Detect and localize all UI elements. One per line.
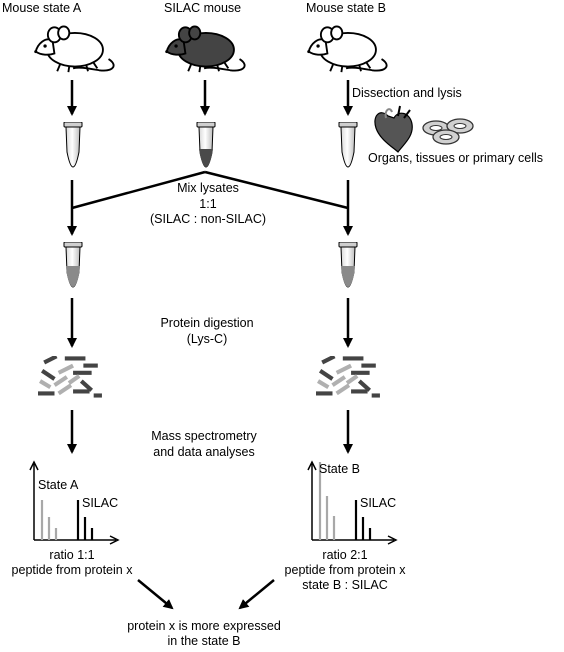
mouse-icon [33, 25, 115, 74]
silac-lysate [199, 149, 213, 167]
spectrum-a-silac-label: SILAC [82, 496, 119, 510]
mix-line [204, 170, 349, 210]
column-title-silac-mouse: SILAC mouse [164, 1, 242, 15]
arrow [238, 579, 275, 610]
result-right-line1: ratio 2:1 [322, 548, 368, 562]
spectrum-b-state-label: State B [319, 462, 360, 476]
mix-line [71, 170, 206, 210]
step-digestion-line1: Protein digestion [160, 316, 254, 330]
step-mix-line3: (SILAC : non-SILAC) [149, 212, 267, 226]
conclusion-line1: protein x is more expressed [127, 619, 281, 633]
mouse-icon [306, 25, 388, 74]
mixed-lysate [341, 266, 355, 287]
peptide-fragments-icon [316, 356, 380, 395]
column-title-mouse-state-b: Mouse state B [306, 1, 386, 15]
step-ms-line2: and data analyses [153, 445, 255, 459]
tube-icon [338, 122, 358, 168]
peptide-fragments-icon [38, 356, 102, 395]
spectrum-b-silac-label: SILAC [360, 496, 397, 510]
mouse-icon [164, 25, 246, 74]
tissue-icon [422, 118, 474, 145]
column-title-mouse-state-a: Mouse state A [2, 1, 82, 15]
mixed-lysate [66, 266, 80, 287]
result-left-line1: ratio 1:1 [49, 548, 95, 562]
step-dissection: Dissection and lysis [352, 86, 462, 100]
result-right-line2: peptide from protein x [284, 563, 406, 577]
spectrum-state-b [307, 460, 398, 545]
step-ms-line1: Mass spectrometry [151, 429, 257, 443]
step-digestion-line2: (Lys-C) [186, 332, 228, 346]
heart-organ-icon [374, 105, 413, 153]
result-right-line3: state B : SILAC [302, 578, 388, 592]
spectrum-state-a [29, 460, 120, 545]
result-left-line2: peptide from protein x [11, 563, 133, 577]
arrow [137, 579, 174, 610]
step-mix-line1: Mix lysates [177, 181, 239, 195]
spectrum-a-state-label: State A [38, 478, 79, 492]
step-organs: Organs, tissues or primary cells [368, 151, 544, 165]
tube-icon [63, 122, 83, 168]
conclusion-line2: in the state B [167, 634, 241, 648]
step-mix-line2: 1:1 [199, 197, 217, 211]
